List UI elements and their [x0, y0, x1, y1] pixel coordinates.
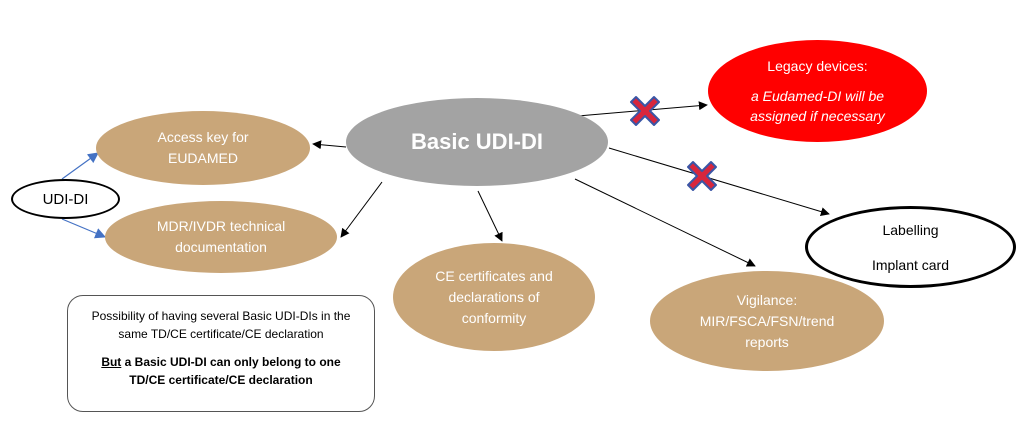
basic-udi-di-label: Basic UDI-DI [410, 129, 544, 154]
arrow-to-vigilance [574, 178, 756, 267]
udi-arrow-to-access-key [61, 152, 99, 180]
vigilance-node: Vigilance: MIR/FSCA/FSN/trend reports [650, 271, 884, 371]
note-line4: TD/CE certificate/CE declaration [129, 373, 313, 387]
technical-doc-node: MDR/IVDR technical documentation [105, 201, 337, 273]
note-line3: a Basic UDI-DI can only belong to one [121, 355, 341, 369]
vigilance-line3: reports [745, 333, 789, 350]
access-key-node: Access key for EUDAMED [96, 111, 310, 185]
ce-certificates-line1: CE certificates and [435, 267, 553, 284]
access-key-line2: EUDAMED [167, 150, 238, 166]
arrow-to-technical-doc [340, 181, 383, 238]
arrow-to-access-key [312, 140, 347, 150]
note-box: Possibility of having several Basic UDI-… [67, 295, 375, 412]
access-key-line1: Access key for [157, 129, 249, 145]
vigilance-line1: Vigilance: [736, 291, 798, 308]
udi-di-label: UDI-DI [42, 190, 89, 208]
technical-doc-line1: MDR/IVDR technical [156, 218, 286, 234]
note-line2: same TD/CE certificate/CE declaration [118, 327, 324, 341]
arrow-to-ce-certificates [477, 190, 503, 242]
udi-arrow-to-technical-doc [61, 218, 106, 239]
ce-certificates-node: CE certificates and declarations of conf… [393, 243, 595, 351]
ce-certificates-line3: conformity [461, 309, 527, 326]
arrow-to-legacy [565, 101, 708, 118]
legacy-devices-line3: assigned if necessary [750, 108, 885, 124]
arrow-to-labelling [608, 147, 830, 216]
note-paragraph-2: But a Basic UDI-DI can only belong to on… [68, 353, 374, 389]
cross-icon-labelling [687, 161, 717, 191]
basic-udi-di-node: Basic UDI-DI [346, 98, 608, 186]
note-line1: Possibility of having several Basic UDI-… [91, 309, 351, 323]
cross-icon-legacy [630, 96, 660, 126]
labelling-line2: Implant card [871, 256, 950, 273]
legacy-devices-node: Legacy devices: a Eudamed-DI will be ass… [708, 40, 927, 142]
note-paragraph-1: Possibility of having several Basic UDI-… [68, 307, 374, 343]
labelling-node: Labelling Implant card [805, 206, 1016, 288]
note-emphasis: But [101, 355, 122, 369]
legacy-devices-title: Legacy devices: [767, 58, 868, 74]
udi-di-node: UDI-DI [11, 179, 120, 219]
legacy-devices-line2: a Eudamed-DI will be [750, 88, 885, 104]
technical-doc-line2: documentation [175, 239, 267, 255]
vigilance-line2: MIR/FSCA/FSN/trend [699, 312, 835, 329]
ce-certificates-line2: declarations of [448, 288, 540, 305]
labelling-line1: Labelling [882, 221, 939, 238]
